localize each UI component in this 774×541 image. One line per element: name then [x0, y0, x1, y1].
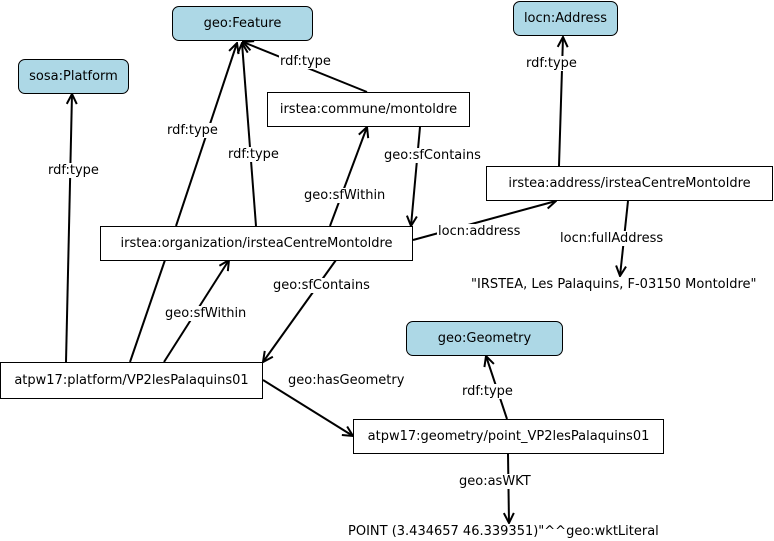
label-org-type-b: rdf:type	[227, 147, 280, 162]
node-organization: irstea:organization/irsteaCentreMontoldr…	[100, 226, 413, 261]
label-platform-within-org: geo:sfWithin	[164, 306, 248, 321]
literal-wkt: POINT (3.434657 46.339351)"^^geo:wktLite…	[348, 524, 659, 539]
edge-commune-contains-address	[411, 126, 421, 226]
label-has-geometry: geo:hasGeometry	[287, 373, 406, 388]
label-org-within-commune: geo:sfWithin	[303, 188, 387, 203]
node-geo-feature: geo:Feature	[172, 6, 313, 41]
node-sosa-platform: sosa:Platform	[18, 59, 129, 94]
edge-org-address	[412, 201, 556, 241]
label-commune-contains-address: geo:sfContains	[383, 148, 482, 163]
label-platform-type: rdf:type	[47, 163, 100, 178]
node-platform: atpw17:platform/VP2lesPalaquins01	[0, 362, 263, 399]
node-locn-address: locn:Address	[513, 1, 618, 36]
label-geometry-type: rdf:type	[461, 384, 514, 399]
node-geo-geometry: geo:Geometry	[406, 321, 563, 356]
edge-platform-org-link	[129, 259, 166, 363]
node-geometry: atpw17:geometry/point_VP2lesPalaquins01	[353, 419, 664, 454]
edge-has-geometry	[262, 379, 353, 436]
literal-full-address: "IRSTEA, Les Palaquins, F-03150 Montoldr…	[471, 277, 757, 292]
label-org-address: locn:address	[437, 224, 522, 239]
label-full-address: locn:fullAddress	[559, 231, 665, 246]
node-address: irstea:address/irsteaCentreMontoldre	[486, 166, 773, 201]
label-commune-type: rdf:type	[279, 54, 332, 69]
edge-org-within-commune	[329, 127, 367, 227]
label-address-type: rdf:type	[525, 56, 578, 71]
label-org-type-a: rdf:type	[166, 123, 219, 138]
edge-org-contains-platform	[263, 259, 337, 362]
label-org-contains-platform: geo:sfContains	[272, 278, 371, 293]
edge-platform-type	[65, 94, 72, 363]
edge-org-type-b	[242, 43, 257, 227]
node-commune: irstea:commune/montoldre	[267, 92, 470, 127]
label-as-wkt: geo:asWKT	[458, 474, 532, 489]
